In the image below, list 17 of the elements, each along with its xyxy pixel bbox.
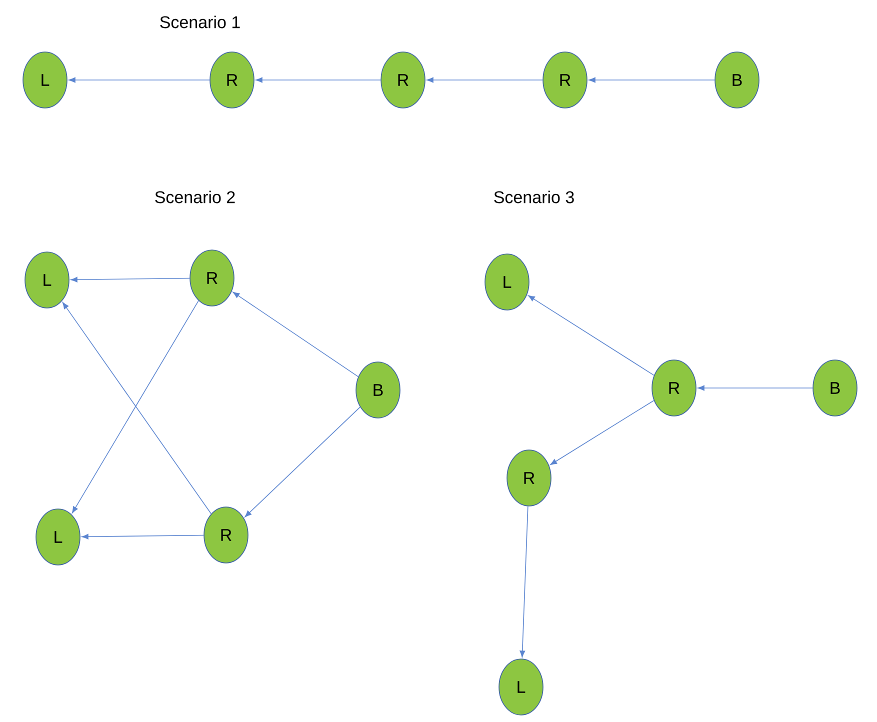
- arrow: [550, 400, 654, 466]
- arrow: [520, 506, 528, 658]
- scenario-title: Scenario 1: [160, 16, 240, 28]
- arrow: [588, 77, 715, 83]
- arrow: [232, 292, 359, 378]
- arrow: [82, 534, 204, 540]
- arrow: [256, 77, 381, 83]
- arrow: [62, 302, 212, 514]
- arrow: [70, 276, 190, 282]
- arrow: [244, 406, 360, 518]
- scenario-title: Scenario 3: [494, 190, 574, 204]
- arrow: [698, 385, 814, 391]
- arrow: [426, 77, 543, 83]
- scenario-title: Scenario 2: [155, 190, 235, 204]
- arrow: [68, 77, 210, 83]
- arrow: [72, 300, 199, 514]
- arrow: [528, 295, 654, 376]
